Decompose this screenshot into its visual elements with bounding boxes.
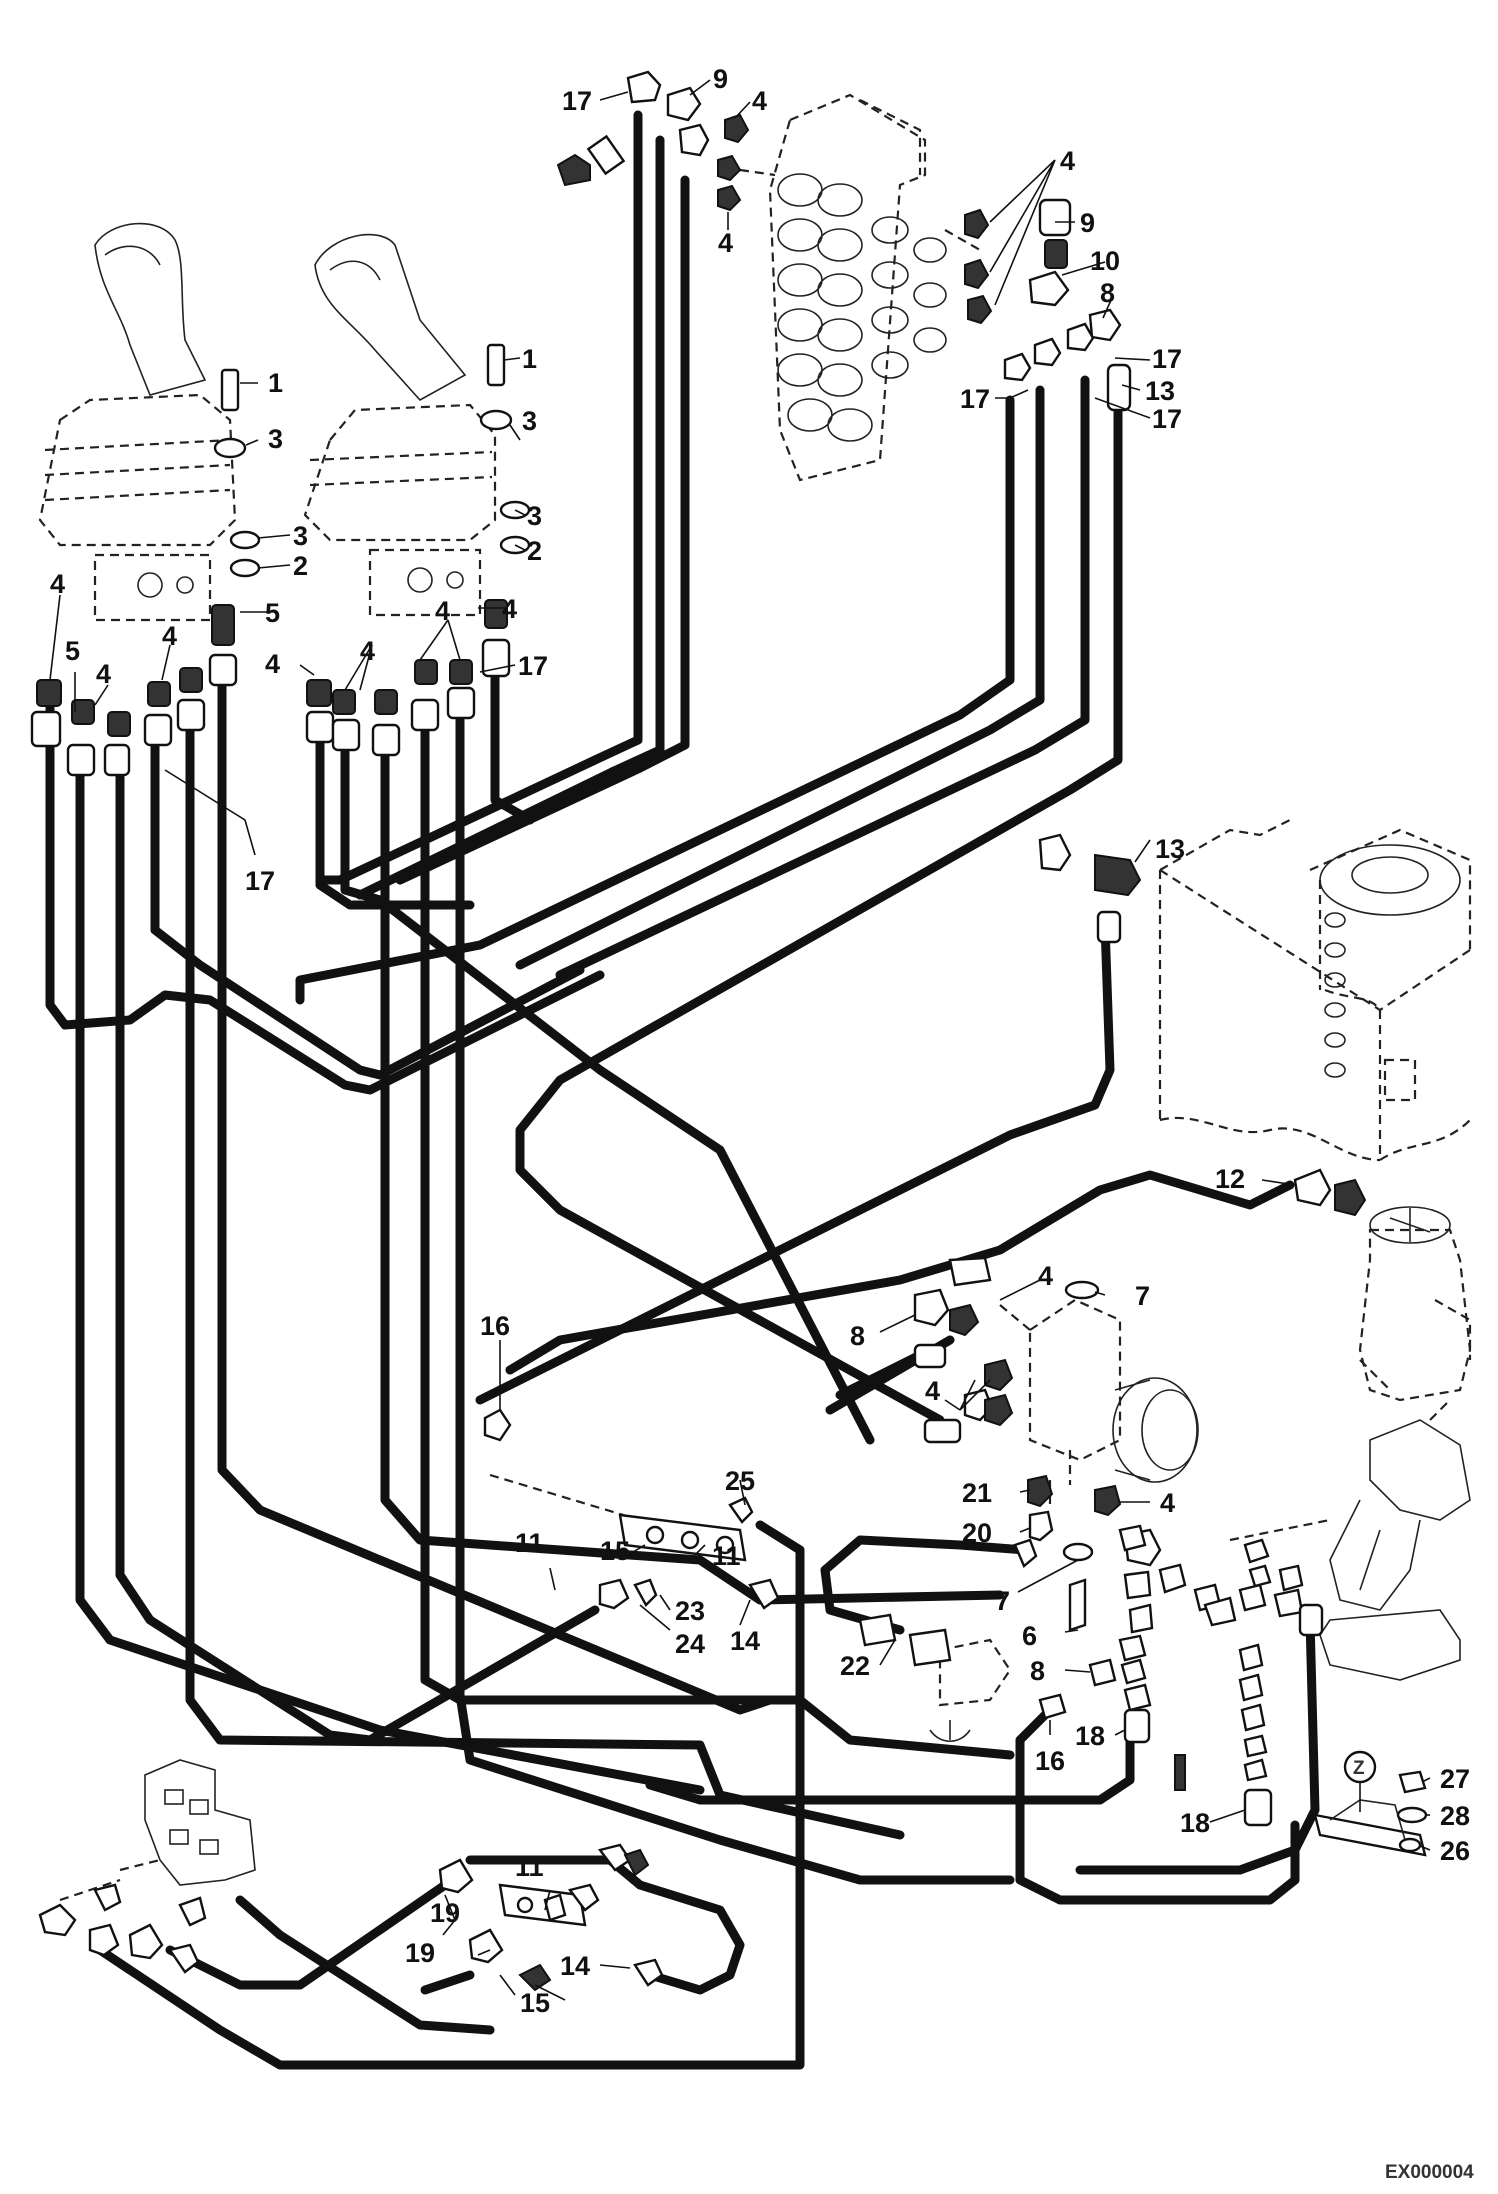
callout-4: 4 (752, 86, 767, 116)
joystick-left-icon (38, 222, 237, 622)
callout-19: 19 (430, 1898, 460, 1928)
callout-18: 18 (1075, 1721, 1105, 1751)
callout-4: 4 (435, 596, 450, 626)
callout-8: 8 (1100, 278, 1115, 308)
callout-2: 2 (293, 551, 308, 581)
callout-15: 15 (520, 1988, 550, 2018)
callout-1: 1 (522, 344, 537, 374)
callout-17: 17 (518, 651, 548, 681)
callout-9: 9 (713, 64, 728, 94)
callout-10: 10 (1090, 246, 1120, 276)
joystick-right-icon (303, 233, 497, 617)
callout-19: 19 (405, 1938, 435, 1968)
callout-7: 7 (995, 1586, 1010, 1616)
swing-motor-icon (1229, 1399, 1471, 1681)
callout-4: 4 (925, 1376, 940, 1406)
callout-13: 13 (1155, 834, 1185, 864)
callout-labels: 17 9 4 4 4 9 10 8 17 13 17 17 1 3 3 2 1 … (50, 64, 1474, 2183)
callout-7: 7 (1135, 1281, 1150, 1311)
pilot-pump-icon (999, 1298, 1199, 1485)
callout-26: 26 (1440, 1836, 1470, 1866)
callout-15: 15 (600, 1536, 630, 1566)
callout-21: 21 (962, 1478, 992, 1508)
leader-lines (49, 79, 1431, 2001)
callout-4: 4 (1038, 1261, 1053, 1291)
hydraulic-tank-icon (1158, 819, 1472, 1162)
callout-16: 16 (1035, 1746, 1065, 1776)
pilot-hoses (45, 110, 1320, 2070)
callout-5: 5 (265, 598, 280, 628)
callout-17: 17 (245, 866, 275, 896)
view-marker-z: Z (1353, 1758, 1365, 1779)
callout-4: 4 (502, 594, 517, 624)
control-valve-block-icon (739, 93, 981, 482)
callout-6: 6 (1022, 1621, 1037, 1651)
callout-2: 2 (527, 536, 542, 566)
fittings (30, 70, 1428, 1992)
callout-3: 3 (527, 501, 542, 531)
callout-3: 3 (293, 521, 308, 551)
callout-4: 4 (162, 621, 177, 651)
callout-22: 22 (840, 1651, 870, 1681)
callout-17: 17 (960, 384, 990, 414)
pressure-sensor-assembly-icon (929, 1638, 1012, 1743)
callout-11: 11 (515, 1528, 544, 1558)
callout-4: 4 (360, 636, 375, 666)
callout-20: 20 (962, 1518, 992, 1548)
pedal-valve-icon (119, 1759, 256, 1886)
callout-13: 13 (1145, 376, 1175, 406)
callout-23: 23 (675, 1596, 705, 1626)
callout-14: 14 (560, 1951, 590, 1981)
callout-11: 11 (515, 1852, 544, 1882)
callout-5: 5 (65, 636, 80, 666)
callout-14: 14 (730, 1626, 760, 1656)
callout-4: 4 (96, 659, 111, 689)
callout-25: 25 (725, 1466, 755, 1496)
rotary-joint-icon (1358, 1206, 1472, 1402)
callout-17: 17 (562, 86, 592, 116)
callout-12: 12 (1215, 1164, 1245, 1194)
callout-1: 1 (268, 368, 283, 398)
callout-3: 3 (268, 424, 283, 454)
callout-27: 27 (1440, 1764, 1470, 1794)
callout-28: 28 (1440, 1801, 1470, 1831)
callout-24: 24 (675, 1629, 705, 1659)
callout-4: 4 (265, 649, 280, 679)
callout-4: 4 (50, 569, 65, 599)
callout-4: 4 (1160, 1488, 1175, 1518)
callout-9: 9 (1080, 208, 1095, 238)
callout-18: 18 (1180, 1808, 1210, 1838)
callout-8: 8 (1030, 1656, 1045, 1686)
callout-16: 16 (480, 1311, 510, 1341)
callout-4: 4 (1060, 146, 1075, 176)
callout-4: 4 (718, 228, 733, 258)
callout-8: 8 (850, 1321, 865, 1351)
callout-11: 11 (712, 1541, 741, 1571)
callout-17: 17 (1152, 404, 1182, 434)
drawing-id: EX000004 (1385, 2162, 1474, 2183)
callout-3: 3 (522, 406, 537, 436)
callout-17: 17 (1152, 344, 1182, 374)
